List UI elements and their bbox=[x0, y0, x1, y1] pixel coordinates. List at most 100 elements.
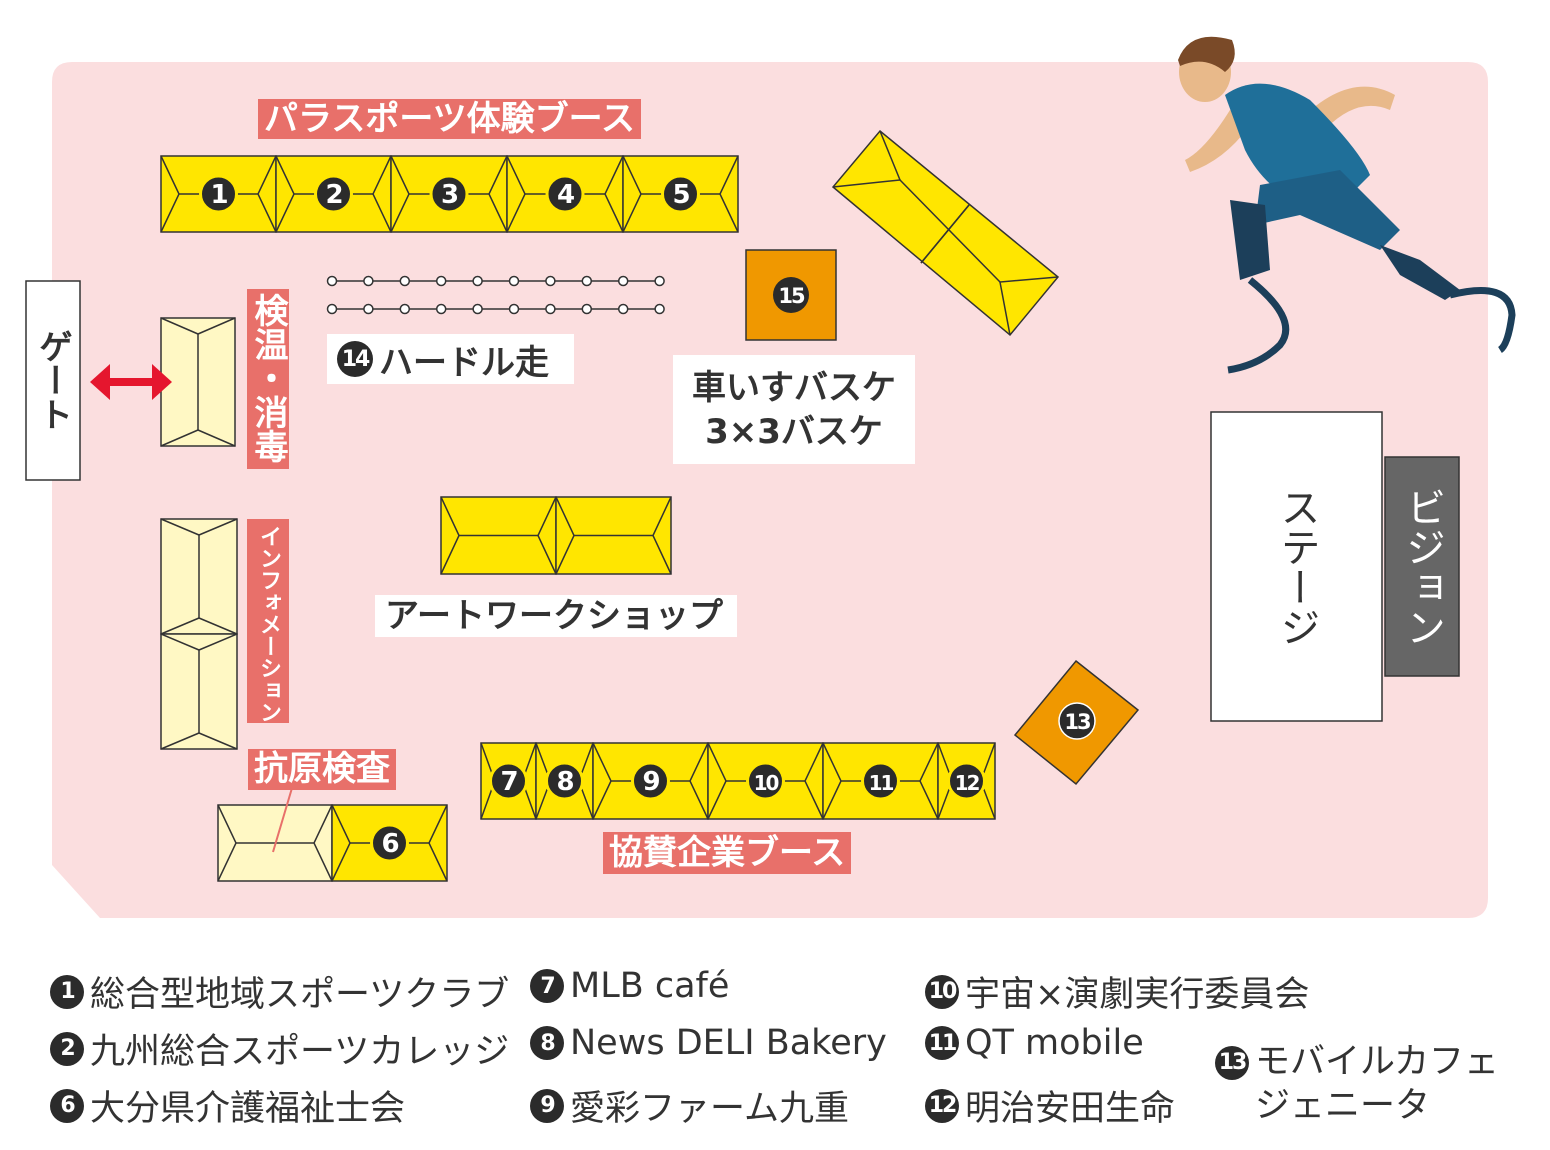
booth-number-text: 11 bbox=[869, 771, 894, 795]
hurdle-marker bbox=[617, 275, 629, 287]
hurdle-marker bbox=[435, 275, 447, 287]
booth-light bbox=[160, 518, 238, 635]
hurdle-marker bbox=[472, 303, 483, 315]
booth-number-14: 14 bbox=[337, 341, 373, 377]
hurdle-marker bbox=[363, 303, 374, 315]
booth-8: 8 bbox=[535, 742, 594, 820]
legend-text: 宇宙×演劇実行委員会 bbox=[965, 975, 1310, 1015]
booth-light bbox=[160, 317, 236, 447]
booth-number-4 bbox=[545, 174, 585, 214]
label-wheelchair-basketball: 車いすバスケ bbox=[692, 368, 896, 408]
legend-text: News DELI Bakery bbox=[570, 1023, 887, 1063]
hurdle-marker bbox=[545, 303, 556, 315]
hurdle-marker bbox=[581, 275, 593, 287]
booth-12: 12 bbox=[937, 742, 996, 820]
booth-number-text: 9 bbox=[642, 767, 659, 797]
hurdle-marker bbox=[581, 303, 593, 315]
booth-number-15 bbox=[773, 277, 809, 313]
hurdle-marker bbox=[399, 303, 411, 315]
booth-2: 2 bbox=[275, 155, 392, 233]
label-basketball: 車いすバスケ 3×3バスケ bbox=[673, 355, 915, 464]
booth bbox=[555, 496, 672, 575]
label-information: インフォメーション bbox=[247, 519, 289, 723]
hurdle-course bbox=[326, 275, 665, 315]
legend-number: 2 bbox=[50, 1031, 84, 1066]
booth-number-3 bbox=[429, 174, 469, 214]
booth-number-text: 1 bbox=[210, 180, 227, 210]
booth-number-text: 4 bbox=[557, 180, 574, 210]
booth-number-1 bbox=[199, 174, 238, 214]
booth-number-8 bbox=[545, 761, 584, 801]
hurdle-marker bbox=[363, 275, 374, 287]
legend-number: 1 bbox=[50, 974, 84, 1009]
legend-text: QT mobile bbox=[965, 1023, 1144, 1063]
label-gate: ゲート bbox=[32, 329, 73, 431]
label-vision: ビジョン bbox=[1399, 486, 1445, 647]
booth-number-text: 6 bbox=[381, 829, 398, 859]
booth-number-15-text: 15 bbox=[778, 284, 805, 308]
booth-number-text: 3 bbox=[441, 180, 458, 210]
hurdle-marker bbox=[508, 303, 520, 315]
hurdle-marker bbox=[435, 303, 447, 315]
legend-text: モバイルカフェジェニータ bbox=[1255, 1042, 1499, 1126]
booth-11: 11 bbox=[822, 742, 939, 820]
gate bbox=[25, 280, 81, 481]
booth-number-text: 10 bbox=[754, 771, 779, 795]
legend-number: 13 bbox=[1215, 1046, 1249, 1080]
legend-number: 11 bbox=[925, 1026, 959, 1060]
label-art-workshop: アートワークショップ bbox=[375, 595, 737, 637]
label-antigen-test: 抗原検査 bbox=[248, 749, 396, 790]
hurdle-marker bbox=[654, 275, 665, 287]
legend-number: 7 bbox=[530, 969, 564, 1003]
booth-1: 1 bbox=[160, 155, 277, 233]
legend-number: 9 bbox=[530, 1088, 564, 1123]
booth-number-11 bbox=[861, 761, 900, 801]
booth-number-2 bbox=[314, 174, 353, 214]
hurdle-marker bbox=[326, 303, 338, 315]
legend-text: 愛彩ファーム九重 bbox=[570, 1089, 849, 1129]
legend-text: 総合型地域スポーツクラブ bbox=[90, 975, 510, 1015]
booth-number-13-text: 13 bbox=[1064, 710, 1090, 734]
legend-number: 10 bbox=[925, 974, 959, 1009]
booth-9: 9 bbox=[592, 742, 709, 820]
booth-4: 4 bbox=[506, 155, 624, 233]
booth-diagonal bbox=[831, 129, 1060, 337]
booth-number-13 bbox=[1058, 702, 1096, 740]
booth-number-text: 12 bbox=[955, 771, 980, 795]
hurdle-marker bbox=[545, 275, 556, 287]
booth-number-6 bbox=[370, 823, 409, 863]
booth-6: 6 bbox=[331, 804, 448, 882]
booth-number-9 bbox=[631, 761, 670, 801]
hurdle-marker bbox=[472, 275, 483, 287]
legend-text: 大分県介護福祉士会 bbox=[90, 1089, 406, 1129]
booth-number-text: 8 bbox=[556, 767, 573, 797]
antigen-pointer-line bbox=[272, 787, 293, 853]
label-sponsor-booths: 協賛企業ブース bbox=[603, 832, 852, 874]
booth-light bbox=[160, 633, 238, 750]
legend-number: 12 bbox=[925, 1088, 959, 1123]
stage bbox=[1210, 411, 1383, 722]
booth-number-10 bbox=[746, 761, 785, 801]
vision-screen bbox=[1384, 456, 1460, 677]
label-hurdle: 14 ハードル走 bbox=[327, 334, 574, 384]
booth-7: 7 bbox=[480, 742, 537, 820]
booth bbox=[440, 496, 557, 575]
legend-number: 8 bbox=[530, 1026, 564, 1060]
hurdle-marker bbox=[654, 303, 665, 315]
hurdle-marker bbox=[399, 275, 411, 287]
legend-text: MLB café bbox=[570, 966, 730, 1006]
booth-5: 5 bbox=[622, 155, 739, 233]
booth-10: 10 bbox=[707, 742, 824, 820]
hurdle-marker bbox=[326, 275, 338, 287]
